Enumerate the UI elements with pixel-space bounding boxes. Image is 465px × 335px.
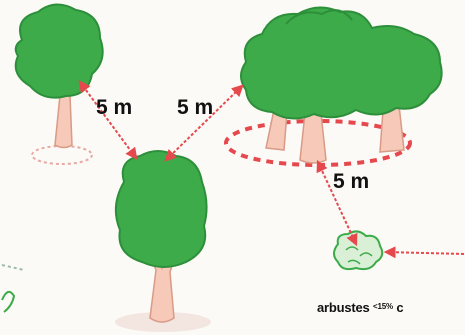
double-arrow-icon (164, 84, 244, 162)
caption: arbustes <15% c (317, 300, 404, 315)
shrub-icon (333, 230, 384, 271)
partial-arrow-icon (1, 264, 25, 271)
double-arrow-icon (316, 159, 358, 247)
grove-icon (240, 6, 443, 164)
double-arrow-icon (78, 80, 138, 160)
partial-shrub-icon (1, 290, 16, 313)
caption-superscript: <15% (373, 302, 393, 311)
ground-shadow-left (31, 145, 93, 165)
distance-label: 5 m (177, 96, 214, 119)
tree-icon (114, 150, 208, 323)
caption-main: arbustes (317, 300, 374, 315)
distance-label: 5 m (333, 170, 370, 193)
double-arrow-icon (383, 246, 465, 259)
tree-icon (14, 3, 104, 149)
caption-tail: c (392, 300, 404, 315)
distance-label: 5 m (96, 96, 133, 119)
